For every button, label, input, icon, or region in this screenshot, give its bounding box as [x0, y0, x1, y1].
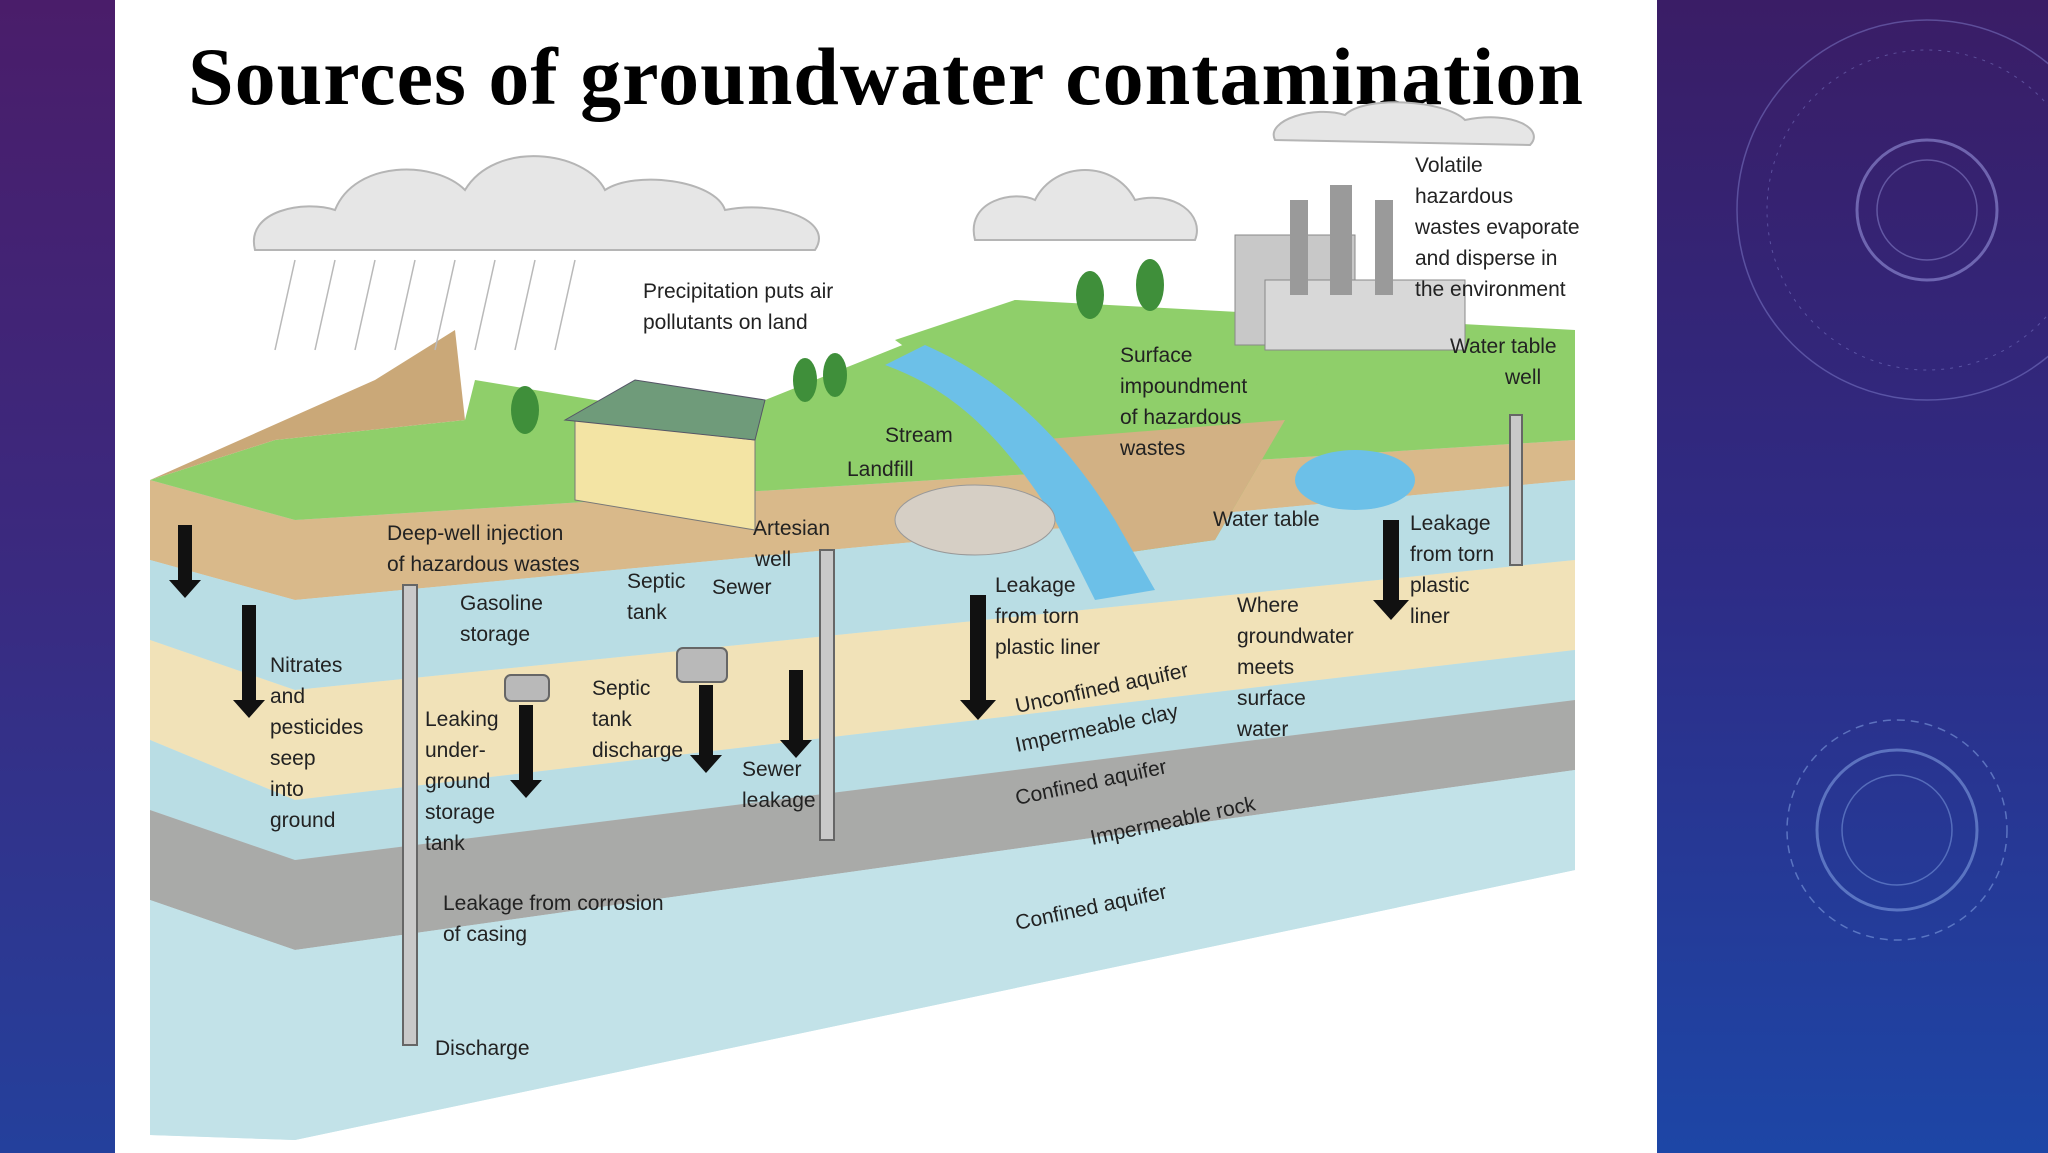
cloud-right [1272, 101, 1535, 147]
label-stream: Stream [885, 424, 953, 447]
seep-arrow [169, 525, 201, 598]
trees [511, 259, 1164, 434]
house [563, 379, 766, 531]
label-water-table: Water table [1213, 508, 1320, 531]
lower-confined-aquifer-layer [150, 770, 1575, 1140]
septic-tank [676, 647, 728, 683]
confined-aquifer-layer [150, 650, 1575, 860]
decorative-circles [1736, 19, 2048, 941]
crop-field [150, 330, 465, 480]
rain [274, 259, 576, 351]
cloud-left [252, 155, 820, 251]
tree [793, 358, 817, 402]
artesian-well [819, 549, 835, 841]
wells [402, 414, 1523, 1046]
tree [1136, 259, 1164, 311]
factory [1234, 185, 1466, 351]
water-table-well [1509, 414, 1523, 566]
left-background [0, 0, 115, 1153]
tree [823, 353, 847, 397]
smokestack [1375, 200, 1393, 295]
surface-impoundment [1295, 450, 1415, 510]
slide-content: Sources of groundwater contamination [115, 0, 1657, 1153]
clouds [252, 101, 1535, 251]
smokestack [1330, 185, 1352, 295]
landfill-leak-arrow [960, 595, 996, 720]
block-front-face [150, 440, 1575, 1140]
stream [885, 345, 1155, 600]
gasoline-storage-tank [504, 674, 550, 702]
cloud-middle [972, 169, 1198, 241]
label-discharge: Discharge [435, 1037, 530, 1060]
impermeable-clay-layer [150, 560, 1575, 800]
right-background [1657, 0, 2048, 1153]
seep-arrow [233, 605, 265, 718]
sewer-leak-arrow [780, 670, 812, 758]
smokestack [1290, 200, 1308, 295]
label-landfill: Landfill [847, 458, 914, 481]
tank-leak-arrow [510, 705, 542, 798]
label-sewer: Sewer [712, 576, 772, 599]
impermeable-rock-layer [150, 700, 1575, 950]
deep-injection-well [402, 584, 418, 1046]
impoundment-leak-arrow [1373, 520, 1409, 620]
landfill [894, 484, 1056, 556]
tree [511, 386, 539, 434]
tanks [504, 647, 728, 702]
septic-discharge-arrow [690, 685, 722, 773]
land-surface [150, 300, 1575, 600]
slide-title: Sources of groundwater contamination [188, 31, 1584, 122]
leakage-arrows [169, 520, 1409, 798]
tree [1076, 271, 1104, 319]
